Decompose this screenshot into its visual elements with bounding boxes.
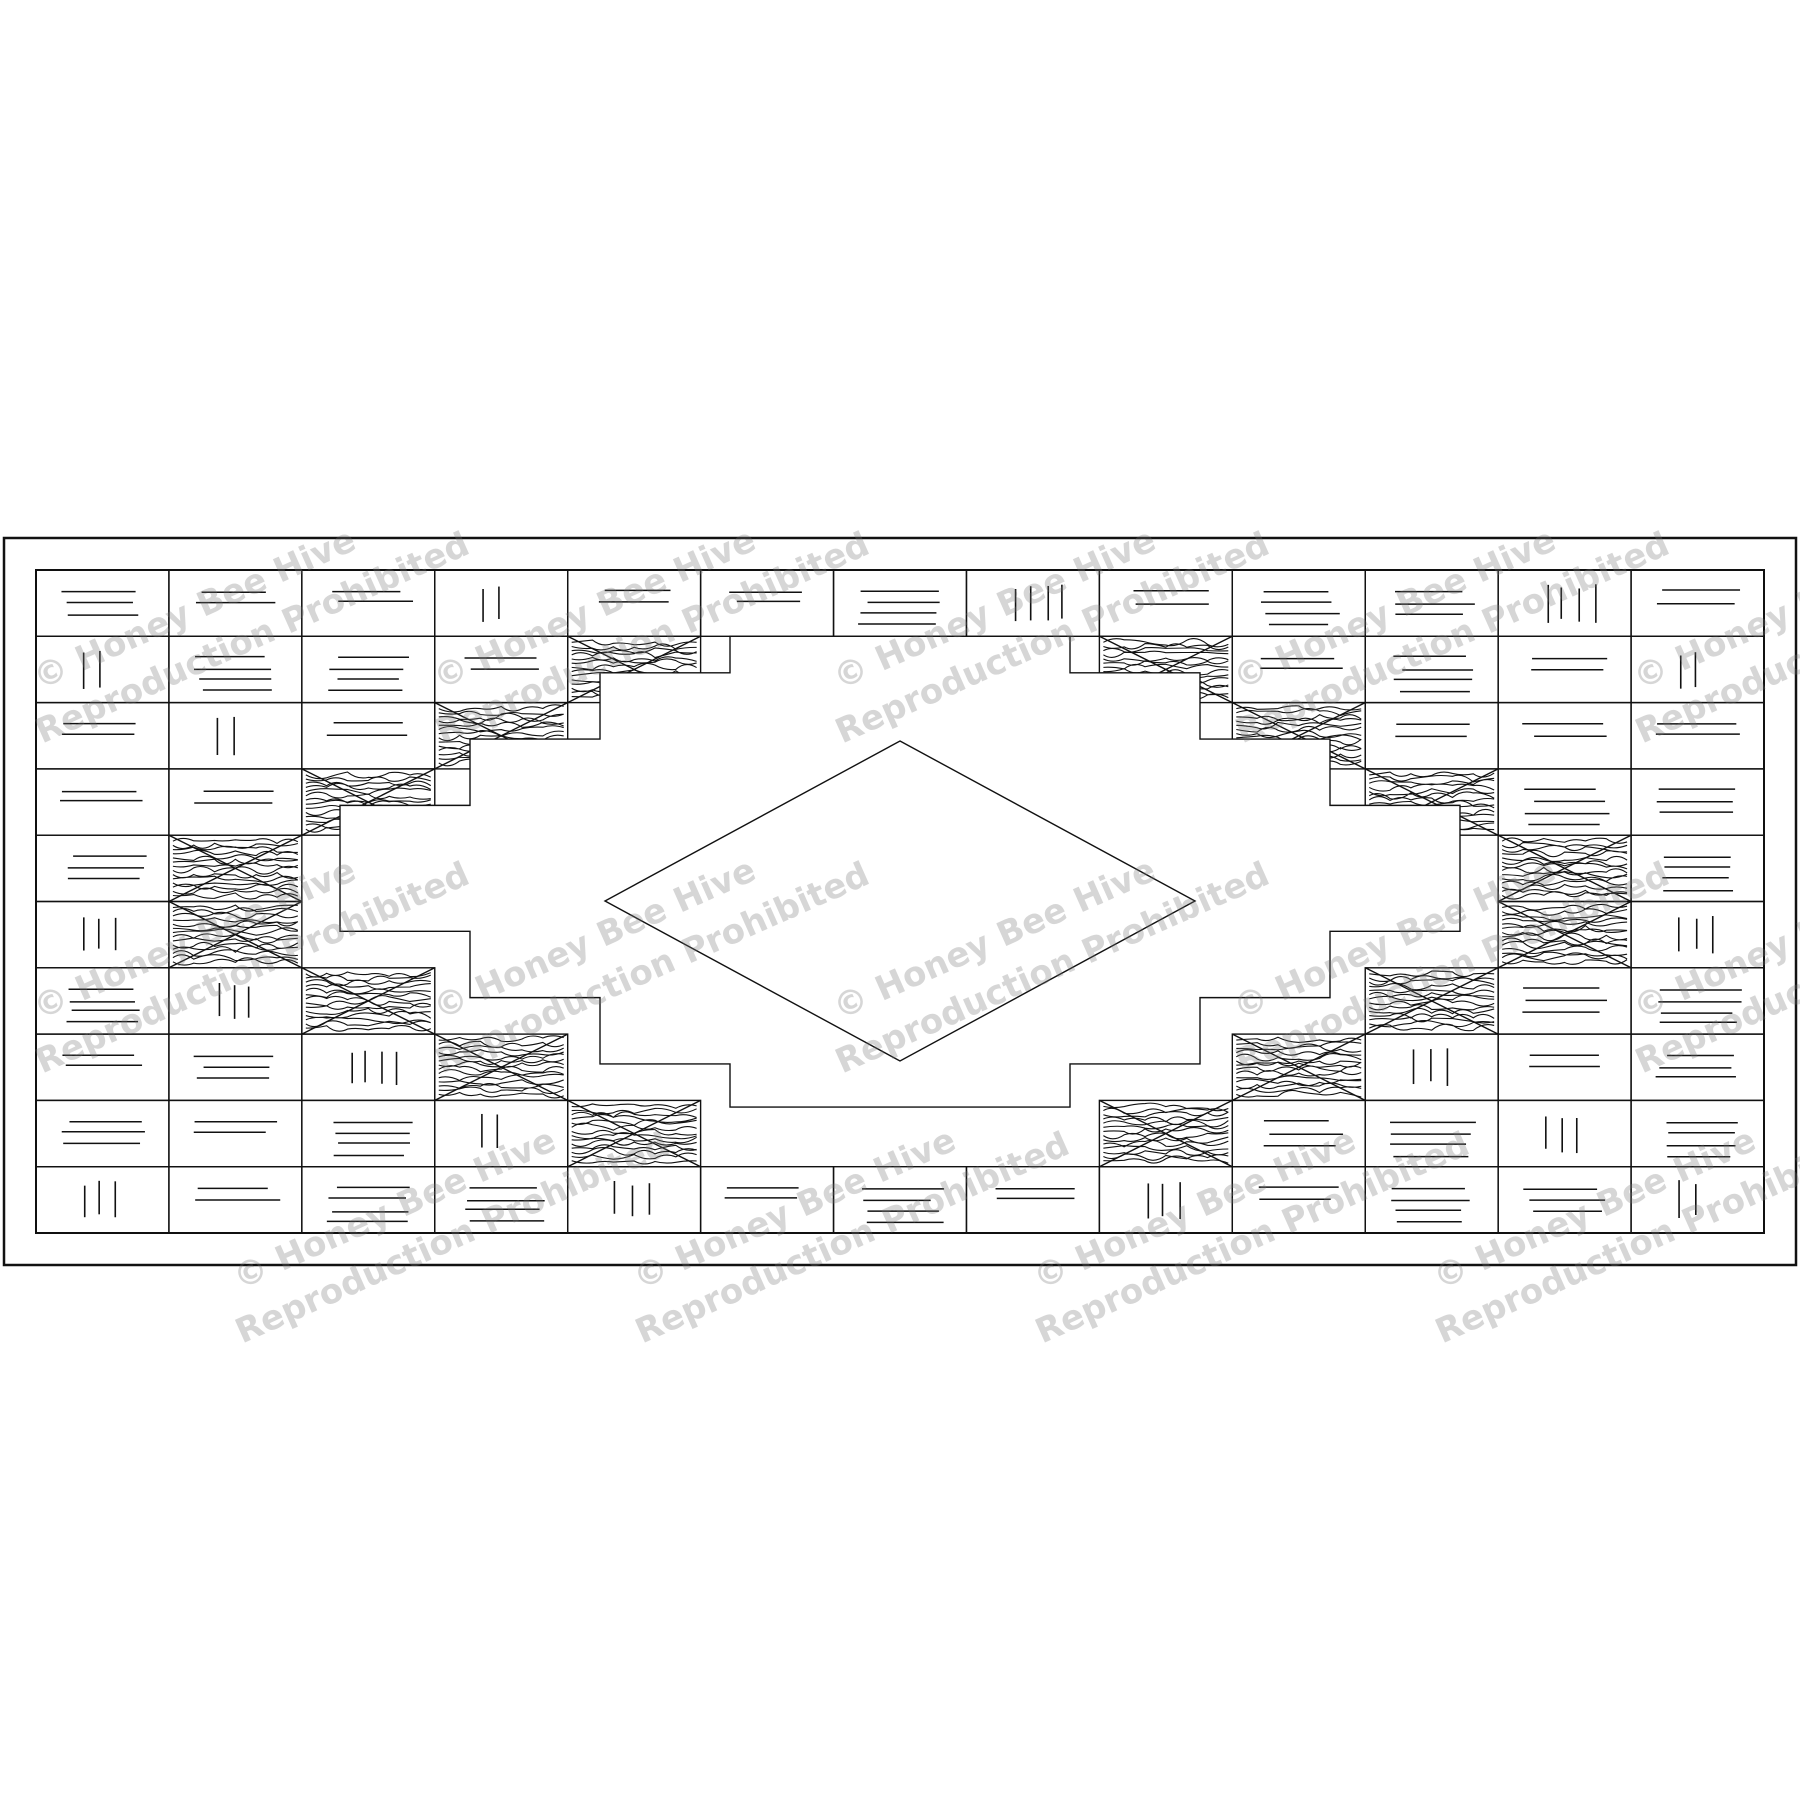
pattern-cell xyxy=(434,701,569,770)
center-motif xyxy=(339,635,1461,1108)
pattern-cell xyxy=(1231,1165,1366,1234)
pattern-cell xyxy=(434,1165,569,1234)
pattern-cell xyxy=(1630,1165,1765,1234)
scribble-fill xyxy=(438,1035,564,1099)
scribble-fill xyxy=(571,1103,697,1165)
scribble-fill xyxy=(1103,1102,1229,1164)
scribble-fill xyxy=(172,837,299,900)
cross-diagonal xyxy=(168,900,303,969)
scribble-fill xyxy=(1501,837,1628,900)
scribble-fill xyxy=(305,971,432,1032)
pattern-cell xyxy=(168,834,303,903)
scribble-fill xyxy=(1236,1036,1362,1098)
scribble-fill xyxy=(1501,903,1628,965)
scribble-fill xyxy=(1368,970,1495,1032)
pattern-cell xyxy=(168,900,303,969)
center-diamond xyxy=(603,740,1197,1062)
pattern-grid xyxy=(35,569,1765,1234)
outer-border xyxy=(2,536,1798,1267)
scribble-fill xyxy=(172,904,299,966)
cell-outline xyxy=(1630,1165,1765,1234)
